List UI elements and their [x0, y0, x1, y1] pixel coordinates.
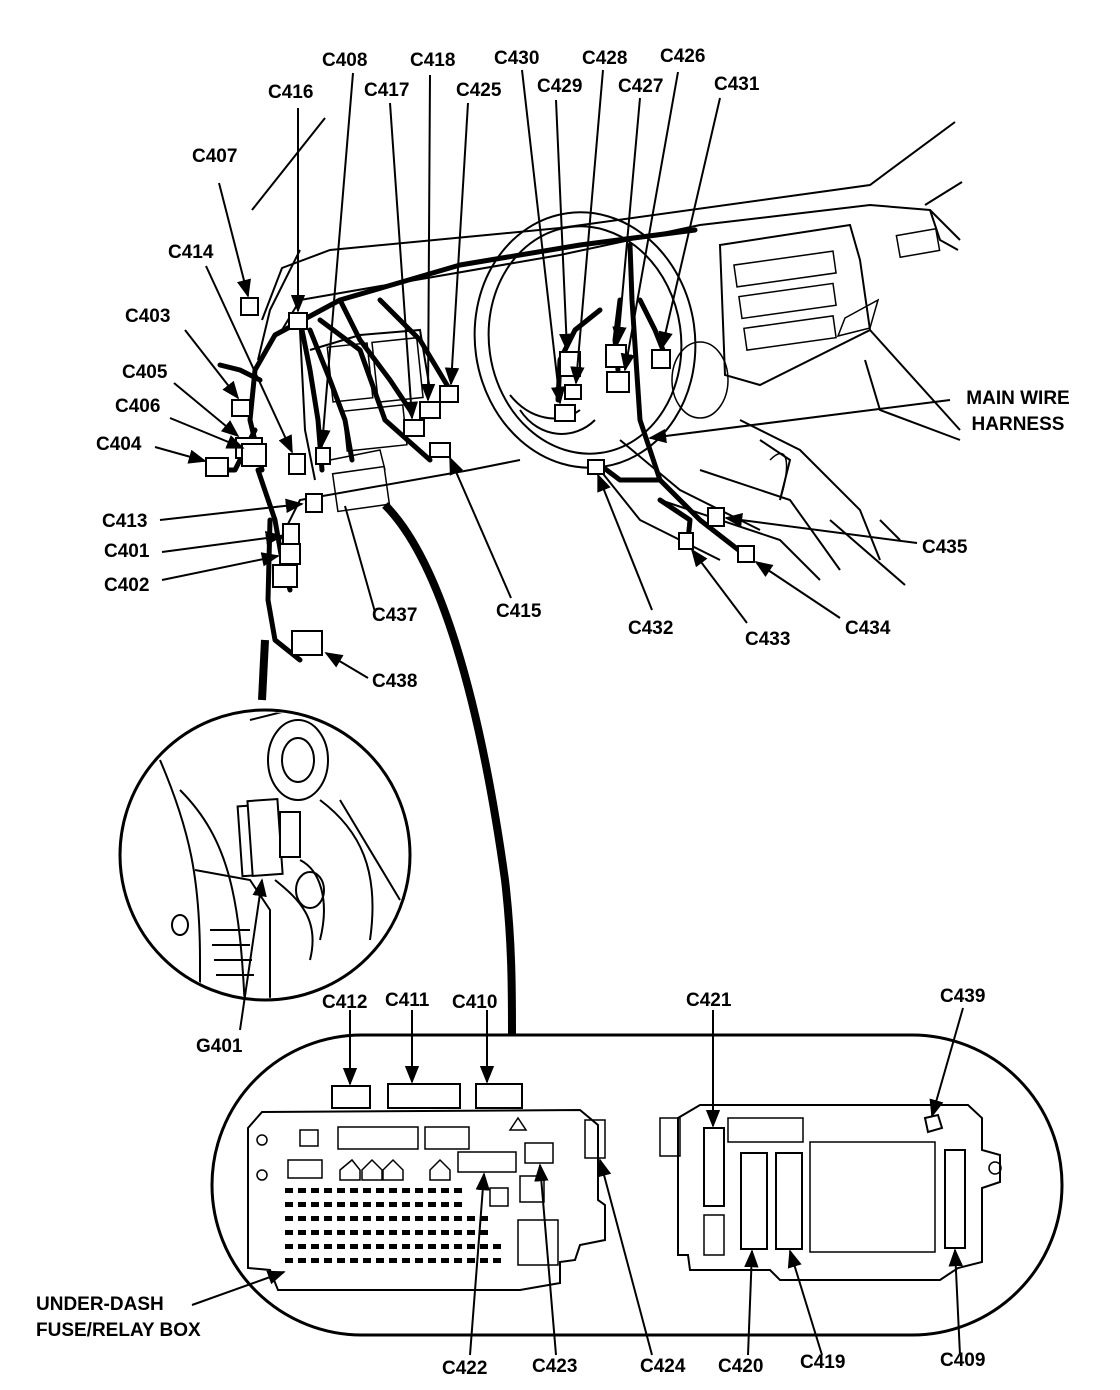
label-c432: C432 — [628, 618, 673, 639]
label-c434: C434 — [845, 618, 891, 639]
label-c409: C409 — [940, 1350, 985, 1371]
label-c418: C418 — [410, 50, 455, 71]
c407-connector — [240, 297, 259, 316]
label-c413: C413 — [102, 511, 147, 532]
label-c425: C425 — [456, 80, 502, 101]
leader-arrows — [154, 69, 951, 679]
label-c439: C439 — [940, 986, 985, 1007]
label-c407: C407 — [192, 146, 237, 167]
label-c414: C414 — [168, 242, 214, 263]
c429b-connector — [564, 384, 582, 400]
c434-connector — [737, 545, 755, 563]
label-c431: C431 — [714, 74, 760, 95]
c433-connector — [678, 532, 694, 550]
label-c417: C417 — [364, 80, 409, 101]
label-c433: C433 — [745, 629, 790, 650]
label-c430: C430 — [494, 48, 539, 69]
label-c421: C421 — [686, 990, 732, 1011]
label-c405: C405 — [122, 362, 168, 383]
c404-connector — [205, 457, 229, 477]
c406-connector — [241, 443, 267, 467]
c417-connector — [403, 419, 425, 437]
label-c422: C422 — [442, 1358, 487, 1379]
g401-detail — [118, 708, 412, 1031]
c408-connector — [315, 447, 331, 465]
label-c437: C437 — [372, 605, 417, 626]
label-c428: C428 — [582, 48, 627, 69]
c416-connector — [288, 312, 308, 330]
label-c416: C416 — [268, 82, 313, 103]
c427-connector — [606, 371, 630, 393]
c428-connector — [605, 344, 627, 368]
label-c402: C402 — [104, 575, 149, 596]
dash-connectors — [205, 297, 755, 656]
c402-connector — [279, 543, 301, 565]
c430-connector — [554, 404, 576, 422]
c401-connector — [282, 523, 300, 545]
c437-connector — [272, 564, 298, 588]
label-c410: C410 — [452, 992, 497, 1013]
connector-labels: C407 C416 C408 C417 C418 C425 C430 C429 … — [36, 46, 1070, 1379]
c432-connector — [587, 459, 605, 475]
label-c401: C401 — [104, 541, 150, 562]
label-c427: C427 — [618, 76, 663, 97]
label-c411: C411 — [385, 990, 430, 1011]
label-c404: C404 — [96, 434, 142, 455]
label-c426: C426 — [660, 46, 705, 67]
label-c403: C403 — [125, 306, 170, 327]
c425-connector — [439, 385, 459, 403]
label-c420: C420 — [718, 1356, 763, 1377]
c418-connector — [419, 401, 441, 419]
c438-connector — [291, 630, 323, 656]
label-c435: C435 — [922, 537, 968, 558]
label-g401: G401 — [196, 1036, 243, 1057]
c414-connector — [288, 453, 306, 475]
label-fuse-box-1: UNDER-DASH — [36, 1294, 164, 1315]
label-fuse-box-2: FUSE/RELAY BOX — [36, 1320, 201, 1341]
c431-connector — [651, 349, 671, 369]
c413-connector — [305, 493, 323, 513]
c435-connector — [707, 507, 725, 527]
label-c424: C424 — [640, 1356, 686, 1377]
label-c438: C438 — [372, 671, 417, 692]
label-c408: C408 — [322, 50, 367, 71]
fuse-relay-box-detail — [191, 1007, 1064, 1356]
label-c423: C423 — [532, 1356, 577, 1377]
dashboard-outline — [251, 117, 963, 586]
fuse-grid — [285, 1188, 501, 1263]
label-c419: C419 — [800, 1352, 845, 1373]
label-main-wire-harness-1: MAIN WIRE — [966, 388, 1069, 409]
c415-connector — [429, 442, 451, 458]
label-c429: C429 — [537, 76, 582, 97]
c403-connector — [231, 399, 251, 417]
label-c415: C415 — [496, 601, 542, 622]
label-c406: C406 — [115, 396, 160, 417]
label-main-wire-harness-2: HARNESS — [972, 414, 1065, 435]
label-c412: C412 — [322, 992, 367, 1013]
